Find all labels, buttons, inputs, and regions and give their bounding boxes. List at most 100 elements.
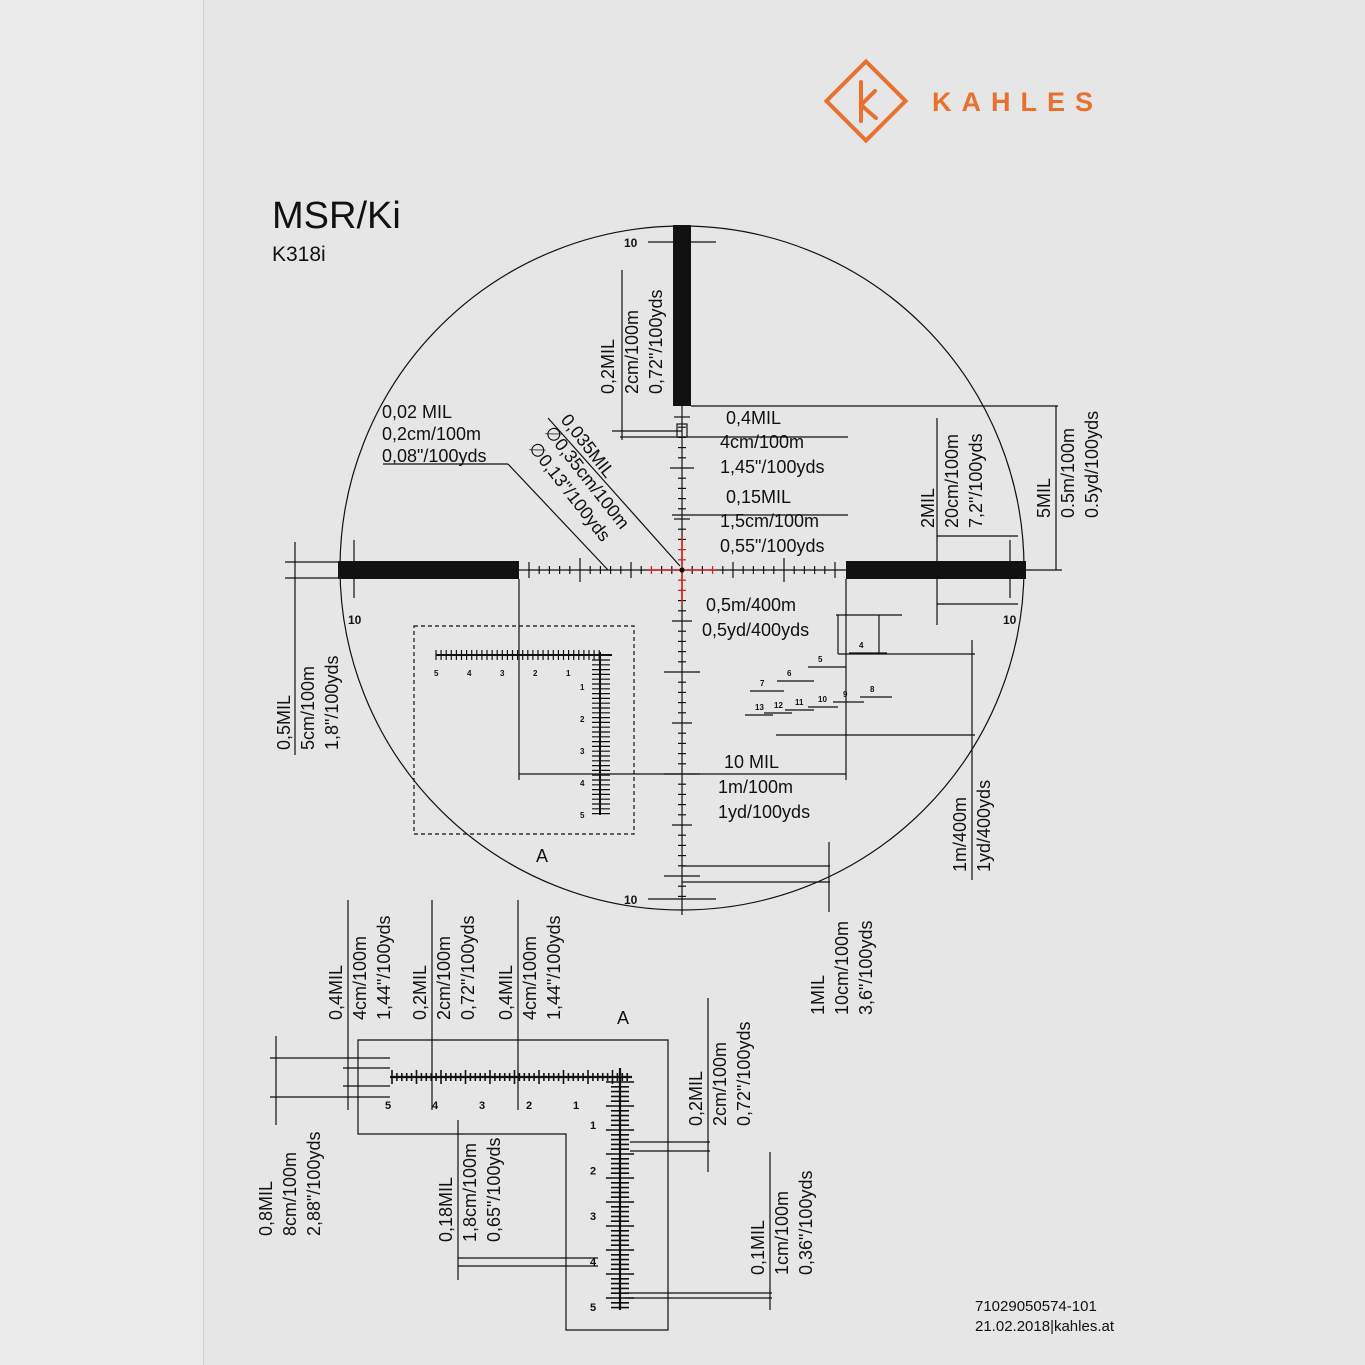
tick-len-line-2: 1,5cm/100m xyxy=(720,511,819,531)
detail-08-line-3: 2,88"/100yds xyxy=(304,1132,324,1236)
detail-04a-line-3: 1,44"/100yds xyxy=(374,916,394,1020)
ranging-number: 4 xyxy=(859,641,864,650)
tick-len-line-3: 0,55"/100yds xyxy=(720,536,824,556)
ranging-number: 11 xyxy=(795,698,804,707)
line-width-line-1: 0,02 MIL xyxy=(382,402,452,422)
detail-box xyxy=(357,1039,669,1331)
kahles-wordmark: KAHLES xyxy=(932,87,1103,117)
ranging-width-line-1: 0,5m/400m xyxy=(706,595,796,615)
mini-top-number: 4 xyxy=(467,669,472,678)
footer: 71029050574-101 21.02.2018|kahles.at xyxy=(975,1297,1114,1337)
two-mil-line-2: 20cm/100m xyxy=(942,434,962,528)
tick-len-line-1: 0,15MIL xyxy=(726,487,791,507)
thick-post-width-line-1: 0,2MIL xyxy=(598,339,618,394)
detail-04a-line-1: 0,4MIL xyxy=(326,965,346,1020)
ranging-number: 6 xyxy=(787,669,792,678)
left-ten-label: 10 xyxy=(348,613,362,627)
left-margin-strip xyxy=(0,0,204,1365)
detail-02-line-3: 0,72"/100yds xyxy=(458,916,478,1020)
one-m-400-line-1: 1m/400m xyxy=(950,797,970,872)
part-number: 71029050574-101 xyxy=(975,1298,1097,1315)
ranging-number: 13 xyxy=(755,703,764,712)
half-mil-line-1: 0,5MIL xyxy=(274,695,294,750)
post-gap-line-3: 1,45"/100yds xyxy=(720,457,824,477)
detail-08-line-1: 0,8MIL xyxy=(256,1181,276,1236)
mini-top-number: 2 xyxy=(533,669,538,678)
detail-top-number: 4 xyxy=(432,1100,439,1112)
line-width-leader xyxy=(507,463,609,571)
mini-side-number: 1 xyxy=(580,683,585,692)
detail-04a-line-2: 4cm/100m xyxy=(350,936,370,1020)
detail-label: A xyxy=(617,1008,629,1028)
detail-02r-line-1: 0,2MIL xyxy=(686,1071,706,1126)
ranging-number: 8 xyxy=(870,685,875,694)
line-width-line-3: 0,08"/100yds xyxy=(382,446,486,466)
detail-top-number: 2 xyxy=(526,1100,532,1112)
detail-02r-line-2: 2cm/100m xyxy=(710,1042,730,1126)
five-mil-line-1: 5MIL xyxy=(1034,478,1054,518)
detail-04b-line-2: 4cm/100m xyxy=(520,936,540,1020)
ten-mil-line-1: 10 MIL xyxy=(724,752,779,772)
detail-04b-line-3: 1,44"/100yds xyxy=(544,916,564,1020)
post-gap-line-1: 0,4MIL xyxy=(726,408,781,428)
thick-post-width-line-3: 0,72"/100yds xyxy=(646,290,666,394)
detail-side-number: 1 xyxy=(590,1120,596,1132)
kahles-diamond-icon xyxy=(823,58,909,144)
detail-02-line-1: 0,2MIL xyxy=(410,965,430,1020)
post-gap-box xyxy=(676,423,688,438)
half-mil-line-3: 1,8"/100yds xyxy=(322,656,342,750)
ranging-number: 12 xyxy=(774,701,783,710)
mini-top-number: 1 xyxy=(566,669,571,678)
bottom-ten-label: 10 xyxy=(624,893,638,907)
ten-mil-line-2: 1m/100m xyxy=(718,777,793,797)
detail-top-number: 1 xyxy=(573,1100,579,1112)
detail-08-line-2: 8cm/100m xyxy=(280,1152,300,1236)
detail-side-number: 5 xyxy=(590,1302,596,1314)
ranging-number: 10 xyxy=(818,695,827,704)
detail-side-number: 3 xyxy=(590,1211,596,1223)
detail-018-line-3: 0,65"/100yds xyxy=(484,1138,504,1242)
one-mil-line-3: 3,6"/100yds xyxy=(856,921,876,1015)
thick-post-width-line-2: 2cm/100m xyxy=(622,310,642,394)
detail-01-line-2: 1cm/100m xyxy=(772,1191,792,1275)
one-m-400-line-2: 1yd/400yds xyxy=(974,780,994,872)
kahles-logo: KAHLES xyxy=(820,55,1120,155)
ten-mil-line-3: 1yd/100yds xyxy=(718,802,810,822)
mini-side-number: 5 xyxy=(580,811,585,820)
mini-detail-label: A xyxy=(536,846,548,866)
one-mil-line-2: 10cm/100m xyxy=(832,921,852,1015)
line-width-line-2: 0,2cm/100m xyxy=(382,424,481,444)
one-mil-line-1: 1MIL xyxy=(808,975,828,1015)
left-thick-post xyxy=(338,561,519,579)
five-mil-line-2: 0.5m/100m xyxy=(1058,428,1078,518)
detail-top-number: 5 xyxy=(385,1100,391,1112)
two-mil-line-3: 7,2"/100yds xyxy=(966,434,986,528)
detail-04b-line-1: 0,4MIL xyxy=(496,965,516,1020)
ranging-width-line-2: 0,5yd/400yds xyxy=(702,620,809,640)
detail-01-line-1: 0,1MIL xyxy=(748,1220,768,1275)
ranging-number: 5 xyxy=(818,655,823,664)
center-dot-leader xyxy=(547,417,681,567)
detail-01-line-3: 0,36"/100yds xyxy=(796,1171,816,1275)
post-gap-line-2: 4cm/100m xyxy=(720,432,804,452)
detail-02-line-2: 2cm/100m xyxy=(434,936,454,1020)
detail-018-line-1: 0,18MIL xyxy=(436,1177,456,1242)
page-subtitle: K318i xyxy=(272,243,326,266)
detail-side-number: 2 xyxy=(590,1166,596,1178)
right-thick-post xyxy=(846,561,1026,579)
ranging-number: 9 xyxy=(843,690,848,699)
detail-top-number: 3 xyxy=(479,1100,485,1112)
mini-side-number: 2 xyxy=(580,715,585,724)
mini-side-number: 3 xyxy=(580,747,585,756)
date-and-site: 21.02.2018|kahles.at xyxy=(975,1318,1115,1335)
ranging-number: 7 xyxy=(760,679,765,688)
half-mil-line-2: 5cm/100m xyxy=(298,666,318,750)
two-mil-line-1: 2MIL xyxy=(918,488,938,528)
mini-top-number: 3 xyxy=(500,669,505,678)
top-ten-label: 10 xyxy=(624,236,638,250)
page-title: MSR/Ki xyxy=(272,195,401,237)
mini-top-number: 5 xyxy=(434,669,439,678)
right-ten-label: 10 xyxy=(1003,613,1017,627)
center-dot xyxy=(679,567,685,573)
